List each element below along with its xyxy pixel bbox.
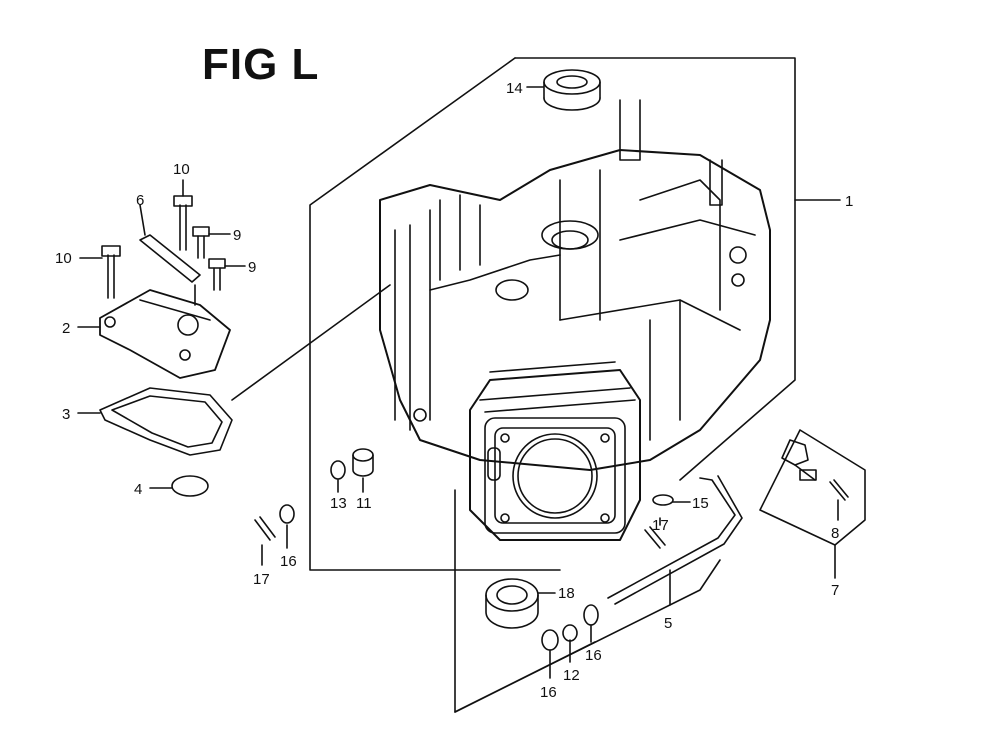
callout-9-upper: 9	[233, 227, 241, 244]
callout-17-right: 17	[652, 517, 669, 534]
breather-cover-2	[77, 289, 231, 379]
assembly-bracket-lower	[454, 489, 721, 713]
bolts-9-10	[79, 179, 246, 299]
callout-13: 13	[330, 495, 347, 512]
callout-8: 8	[831, 525, 839, 542]
callout-5: 5	[664, 615, 672, 632]
callout-15: 15	[692, 495, 709, 512]
callout-11: 11	[356, 495, 372, 512]
dowel-12-washers-16-lower	[541, 604, 599, 679]
callout-1: 1	[845, 193, 853, 210]
callout-12: 12	[563, 667, 580, 684]
figure-title: FIG L	[202, 40, 320, 89]
callout-16-right: 16	[585, 647, 602, 664]
oil-sensor-7-bolt-8	[781, 439, 849, 521]
callout-10-upper: 10	[173, 161, 190, 178]
callout-14: 14	[506, 80, 523, 97]
oil-seal-14	[526, 69, 601, 111]
callout-6: 6	[136, 192, 144, 209]
cap-4	[149, 475, 209, 497]
callout-17-left: 17	[253, 571, 270, 588]
oring-15-pin-17-right	[644, 494, 691, 549]
callout-16-left: 16	[280, 553, 297, 570]
callout-3: 3	[62, 406, 70, 423]
gasket-3	[77, 284, 391, 456]
crankcase-body	[379, 99, 771, 471]
bearing-18	[485, 578, 556, 629]
callout-16-lower: 16	[540, 684, 557, 701]
assembly-bracket-7	[759, 429, 866, 579]
callout-7: 7	[831, 582, 839, 599]
callout-18: 18	[558, 585, 575, 602]
callout-10-left: 10	[55, 250, 72, 267]
assembly-bracket-1	[309, 57, 841, 571]
dipstick-tube-5	[607, 475, 743, 606]
callout-9-lower: 9	[248, 259, 256, 276]
plate-6	[139, 204, 201, 306]
callout-4: 4	[134, 481, 142, 498]
callout-2: 2	[62, 320, 70, 337]
pin-17-washer-16-left	[254, 504, 295, 566]
cylinder-block	[469, 361, 641, 541]
bushing-11-washer-13	[330, 448, 374, 493]
callout-labels: 1 2 3 4 5 6 7 8 9 9 10 10 11 12 13 14 15…	[55, 80, 853, 701]
